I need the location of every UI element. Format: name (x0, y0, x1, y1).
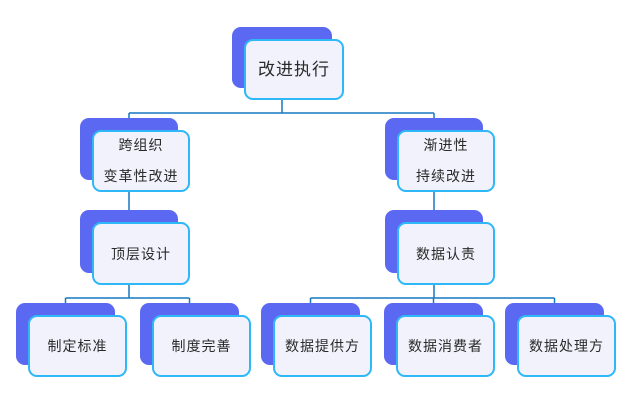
node-label: 数据处理方 (529, 338, 604, 354)
node-label: 数据消费者 (408, 338, 483, 354)
node-label: 制度完善 (171, 338, 232, 354)
node-label: 渐进性 (423, 137, 469, 153)
node-box-data-processor[interactable]: 数据处理方 (517, 315, 616, 377)
node-label: 变革性改进 (103, 168, 179, 184)
node-label: 改进执行 (258, 60, 330, 79)
node-box-incremental-continuous[interactable]: 渐进性持续改进 (397, 130, 495, 192)
node-label: 制定标准 (47, 338, 108, 354)
node-box-cross-org-transformational[interactable]: 跨组织变革性改进 (92, 130, 190, 192)
node-box-set-standards[interactable]: 制定标准 (28, 315, 127, 377)
node-label: 数据提供方 (285, 338, 360, 354)
node-box-system-improvement[interactable]: 制度完善 (152, 315, 251, 377)
node-label: 持续改进 (416, 168, 476, 184)
node-box-data-accountability[interactable]: 数据认责 (397, 222, 495, 285)
node-box-improvement-execution[interactable]: 改进执行 (244, 39, 344, 100)
node-box-top-level-design[interactable]: 顶层设计 (92, 222, 190, 285)
node-label: 跨组织 (118, 137, 164, 153)
node-label: 顶层设计 (111, 245, 171, 262)
node-box-data-provider[interactable]: 数据提供方 (273, 315, 372, 377)
node-label: 数据认责 (416, 245, 476, 262)
node-box-data-consumer[interactable]: 数据消费者 (396, 315, 495, 377)
